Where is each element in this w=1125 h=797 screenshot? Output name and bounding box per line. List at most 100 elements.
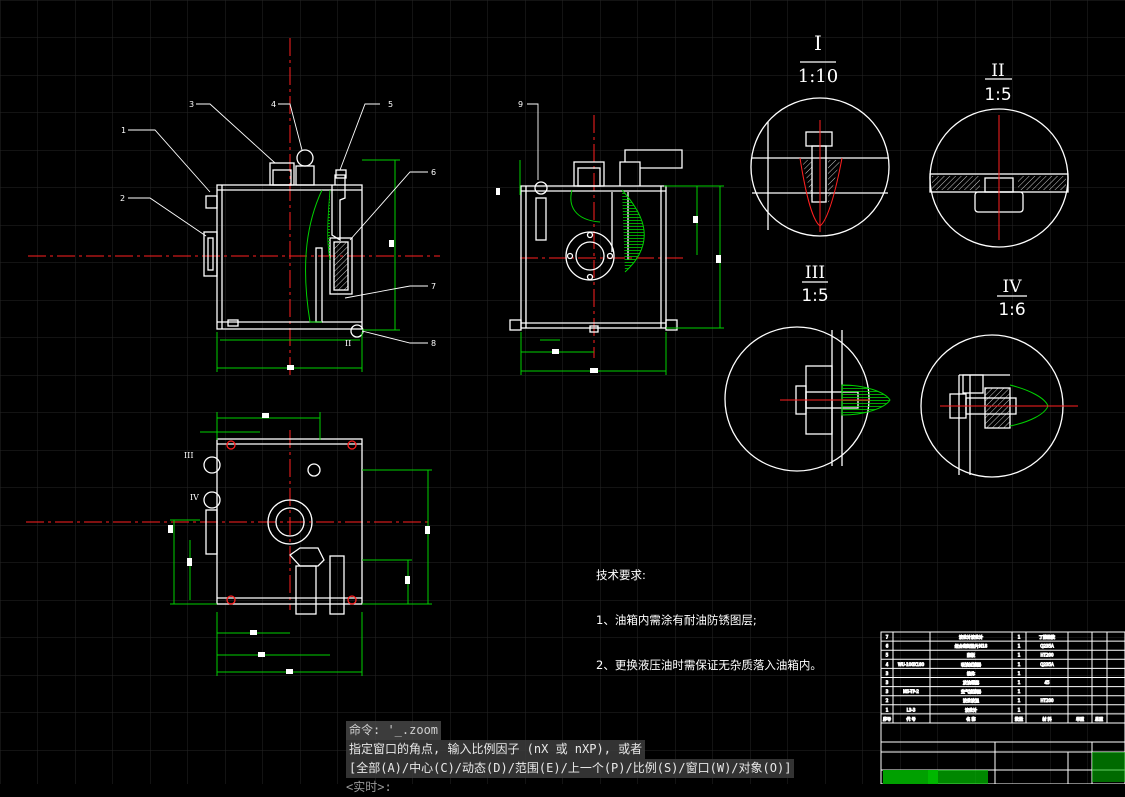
- top-detail-III-circle: [203, 456, 221, 474]
- detail-I-hatch: [802, 160, 840, 205]
- top-breather-hole: [307, 463, 321, 477]
- tb-green-cell-2: [928, 770, 988, 784]
- bom-cell-no: 5: [886, 653, 889, 658]
- side-flange-inner: [575, 241, 605, 271]
- top-dim-text-8: [187, 558, 192, 566]
- detail-I-circle: [750, 97, 890, 237]
- part-balloons: 1 2 3 4 5 6 7 8 9 II III IV: [120, 100, 523, 502]
- bom-cell-no: 4: [886, 662, 889, 667]
- top-detail-IV-circle: [203, 491, 221, 509]
- balloon-2: 2: [120, 194, 125, 203]
- balloon-5: 5: [388, 100, 393, 109]
- side-drain: [589, 325, 599, 333]
- balloon-7: 7: [431, 282, 436, 291]
- bom-cell-name: 液位计液位计: [959, 634, 983, 640]
- bom-cell-no: 3: [886, 689, 889, 694]
- front-level-gauge: [203, 231, 218, 277]
- side-flange-bolt-2: [606, 252, 614, 260]
- bom-cell-qty: 1: [1018, 698, 1021, 703]
- top-dim-text-1: [262, 413, 269, 418]
- bom-cell-no: 7: [886, 635, 889, 640]
- bom-cell-code: L3-3: [907, 707, 916, 712]
- top-dim-text-6: [405, 576, 410, 584]
- top-filler-hole-inner: [275, 507, 305, 537]
- side-flange-bolt-1: [586, 231, 594, 239]
- balloon-6: 6: [431, 168, 436, 177]
- bom-cell-no: 2: [886, 698, 889, 703]
- command-line-window[interactable]: 命令: '_.zoom 指定窗口的角点, 输入比例因子 (nX 或 nXP), …: [346, 721, 795, 797]
- side-dim-text-offset: [552, 349, 559, 354]
- top-filler-hole-outer: [267, 499, 313, 545]
- bom-cell-no: 3: [886, 671, 889, 676]
- balloon-1: 1: [121, 126, 126, 135]
- side-dim-text-height2: [693, 216, 698, 223]
- side-dim-text-height: [716, 255, 721, 263]
- front-gauge-top: [205, 195, 218, 209]
- command-input[interactable]: <实时>:: [346, 780, 392, 794]
- bom-cell-no: 序号: [883, 715, 891, 721]
- bom-cell-name: 液位液温: [963, 697, 979, 703]
- front-breakout-curve: [305, 189, 323, 323]
- bom-cell-qty: 1: [1018, 680, 1021, 685]
- front-dim-text-width: [287, 365, 294, 370]
- side-breather-base: [619, 161, 641, 186]
- tb-green-cell-3: [1092, 752, 1125, 782]
- detail-view-IV[interactable]: [920, 334, 1078, 478]
- bom-cell-material: HT200: [1040, 653, 1054, 658]
- detail-view-I[interactable]: [750, 97, 890, 237]
- bom-cell-name: 组合密封垫片M18: [955, 643, 988, 649]
- front-view[interactable]: [28, 38, 440, 378]
- bom-cell-code: MS-TP-2: [903, 689, 919, 694]
- tech-req-item-2: 2、更换液压油时需保证无杂质落入油箱内。: [596, 658, 822, 672]
- tb-green-cell-1: [883, 770, 938, 784]
- command-prompt-line-2: [全部(A)/中心(C)/动态(D)/范围(E)/上一个(P)/比例(S)/窗口…: [346, 759, 795, 778]
- top-filter-body: [295, 565, 317, 615]
- side-filler-inner: [577, 167, 601, 187]
- front-breakout-hatch: [327, 189, 331, 261]
- bom-cell-name: 箱体: [967, 670, 975, 676]
- side-view[interactable]: [496, 103, 724, 375]
- side-level-gauge: [535, 197, 547, 241]
- front-filter-element: [329, 237, 353, 295]
- bom-cell-no: 1: [886, 707, 889, 712]
- command-prompt-line-1: 指定窗口的角点, 输入比例因子 (nX 或 nXP), 或者: [346, 740, 646, 759]
- front-filter-hatch: [333, 241, 349, 291]
- balloon-3: 3: [189, 100, 194, 109]
- front-filter-cap: [335, 169, 347, 179]
- detail-I-scale: 1:10: [798, 66, 838, 87]
- detail-III-label: III: [805, 263, 825, 283]
- detail-I-label: I: [814, 31, 822, 55]
- side-gauge-knob: [534, 181, 548, 195]
- detail-II-hatch-right: [1018, 176, 1066, 190]
- detail-view-III[interactable]: [724, 326, 891, 472]
- bom-cell-material: 材 料: [1042, 715, 1051, 721]
- balloon-4: 4: [271, 100, 276, 109]
- top-dim-text-4: [250, 630, 257, 635]
- front-filter-pipe: [331, 174, 346, 242]
- detail-view-II[interactable]: [929, 108, 1069, 248]
- top-bolt-1: [226, 440, 236, 450]
- front-breather-base: [295, 165, 315, 186]
- detail-II-hatch-left: [932, 176, 980, 190]
- bom-cell-code: 代 号: [906, 715, 915, 721]
- side-flange-bolt-3: [586, 273, 594, 281]
- side-dim-text-width: [590, 368, 598, 373]
- bom-grid: [880, 631, 1125, 784]
- top-dim-text-7: [168, 525, 173, 533]
- top-bolt-3: [226, 595, 236, 605]
- side-flange-bolt-4: [566, 252, 574, 260]
- bom-cell-qty: 1: [1018, 653, 1021, 658]
- bom-cell-no: 3: [886, 680, 889, 685]
- front-filler-inner: [272, 169, 292, 186]
- top-level-gauge: [205, 509, 218, 555]
- top-view[interactable]: [26, 412, 432, 676]
- bom-cell-qty: 1: [1018, 662, 1021, 667]
- balloon-9: 9: [518, 100, 523, 109]
- bom-cell-code: WU-100X180: [898, 662, 925, 667]
- bom-cell-qty: 1: [1018, 635, 1021, 640]
- bom-cell-qty: 1: [1018, 671, 1021, 676]
- detail-labels: I 1:10 II 1:5 III 1:5 IV 1:6: [798, 31, 1027, 320]
